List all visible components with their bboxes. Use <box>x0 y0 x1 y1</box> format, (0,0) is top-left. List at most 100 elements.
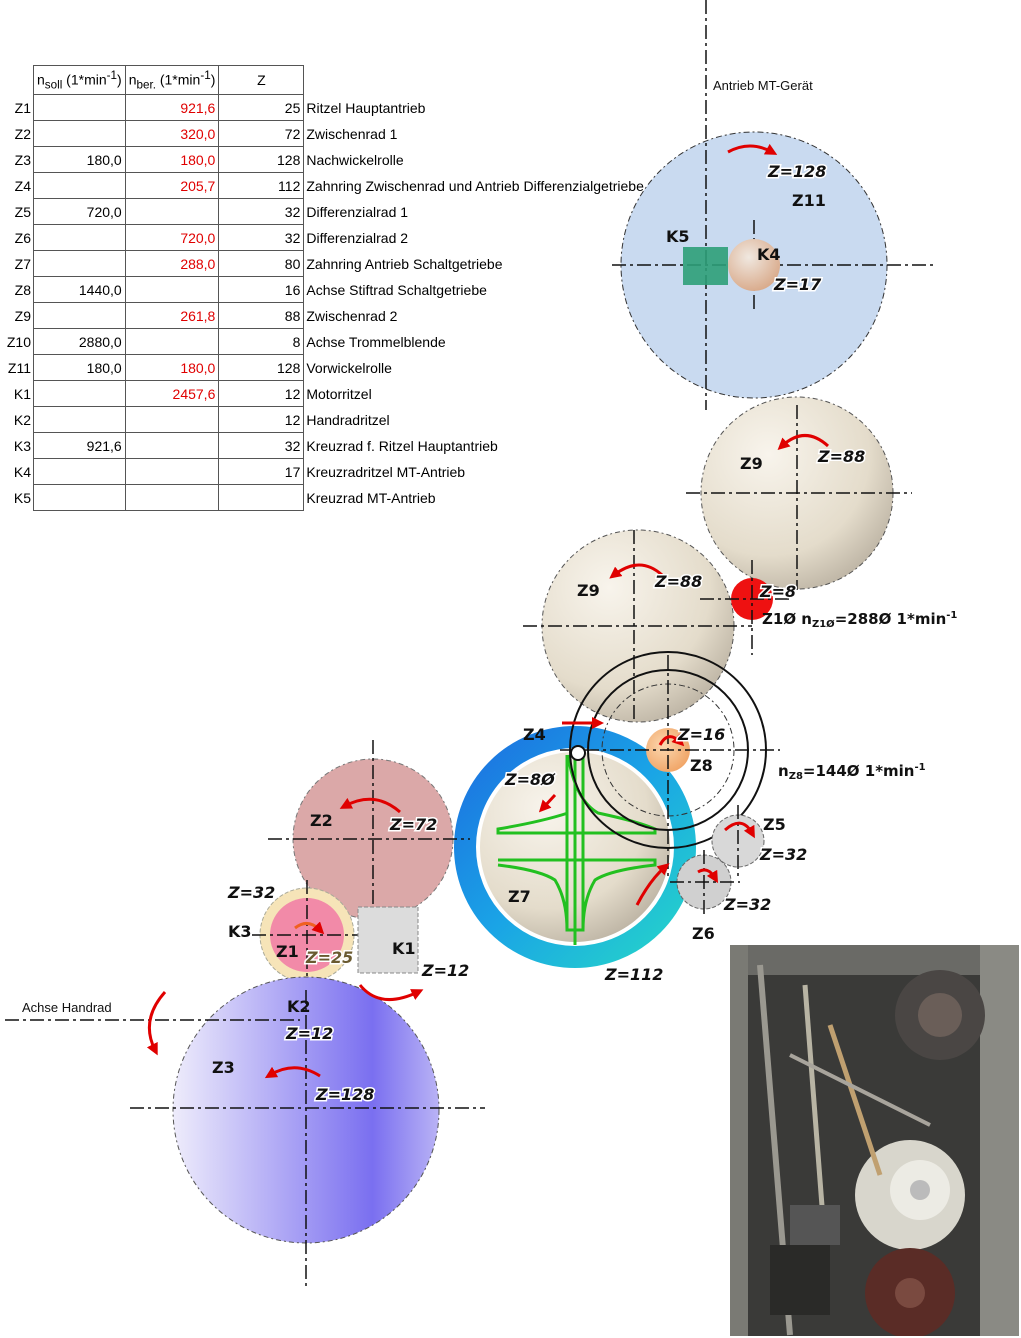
row-id-cell: Z11 <box>7 359 31 376</box>
n-soll-cell <box>33 380 126 407</box>
label-k3-teeth: Z=32 <box>227 883 275 902</box>
description-cell: Kreuzrad f. Ritzel Hauptantrieb <box>306 437 498 454</box>
n-ber-cell: 720,0 <box>124 224 220 251</box>
row-id-cell: K3 <box>13 437 31 454</box>
n-soll-cell <box>33 458 126 485</box>
n-ber-cell <box>124 406 220 433</box>
arrow-z7 <box>538 793 557 813</box>
n-soll-cell <box>33 120 126 147</box>
n-soll-cell <box>33 172 126 199</box>
z4-pivot <box>570 745 586 761</box>
label-z9-lower: Z9 <box>577 581 600 600</box>
arrow-z8 <box>658 733 685 747</box>
n-ber-cell: 180,0 <box>124 146 220 173</box>
description-cell: Kreuzradritzel MT-Antrieb <box>306 463 466 480</box>
label-k1-teeth: Z=12 <box>421 961 469 980</box>
label-z5-teeth: Z=32 <box>759 845 807 864</box>
label-antrieb-mt: Antrieb MT-Gerät <box>713 78 813 93</box>
arrow-z6 <box>697 868 719 884</box>
label-z2: Z2 <box>310 811 333 830</box>
n-soll-cell: 2880,0 <box>33 328 126 355</box>
label-z4-teeth: Z=112 <box>604 965 663 984</box>
arrow-z1 <box>294 921 325 935</box>
label-k3: K3 <box>228 922 252 941</box>
row-id-cell: Z2 <box>14 125 31 142</box>
z-cell: 17 <box>218 458 305 485</box>
label-k5: K5 <box>666 227 690 246</box>
label-z6: Z6 <box>692 924 715 943</box>
n-soll-cell: 180,0 <box>33 354 126 381</box>
n-ber-cell <box>124 432 220 459</box>
description-cell: Differenzialrad 2 <box>306 229 409 246</box>
label-z2-teeth: Z=72 <box>389 815 437 834</box>
row-id-cell: Z4 <box>14 177 31 194</box>
label-k2-teeth: Z=12 <box>285 1024 333 1043</box>
row-id-cell: Z6 <box>14 229 31 246</box>
description-cell: Zahnring Antrieb Schaltgetriebe <box>306 255 503 272</box>
description-cell: Zahnring Zwischenrad und Antrieb Differe… <box>306 177 644 194</box>
label-z11: Z11 <box>792 191 826 210</box>
row-id-cell: K4 <box>13 463 31 480</box>
label-z8-teeth: Z=16 <box>677 725 725 744</box>
n-soll-cell: 720,0 <box>33 198 126 225</box>
label-z5: Z5 <box>763 815 786 834</box>
label-z8-rpm: nZ8=144Ø 1*min-1 <box>778 762 926 782</box>
n-ber-cell: 205,7 <box>124 172 220 199</box>
description-cell: Motorritzel <box>306 385 372 402</box>
z-cell <box>218 484 305 511</box>
gear-k4 <box>728 239 780 291</box>
z-cell: 128 <box>218 146 305 173</box>
n-ber-cell: 180,0 <box>124 354 220 381</box>
label-z6-teeth: Z=32 <box>723 895 771 914</box>
arrow-z2 <box>339 797 401 814</box>
arrow-z11 <box>727 143 778 155</box>
description-cell: Kreuzrad MT-Antrieb <box>306 489 436 506</box>
arrow-handrad <box>146 991 167 1056</box>
mechanism-photo <box>730 945 1019 1336</box>
row-id-cell: Z8 <box>14 281 31 298</box>
row-id-cell: K2 <box>13 411 31 428</box>
n-soll-cell <box>33 406 126 433</box>
description-cell: Vorwickelrolle <box>306 359 392 376</box>
mechanism-photo-drawing <box>730 945 1019 1336</box>
row-id-cell: Z5 <box>14 203 31 220</box>
description-cell: Ritzel Hauptantrieb <box>306 99 426 116</box>
n-soll-cell <box>33 484 126 511</box>
header-n-soll: nsoll (1*min-1) <box>33 65 126 95</box>
row-id-cell: Z3 <box>14 151 31 168</box>
label-achse-handrad: Achse Handrad <box>22 1000 112 1015</box>
arrow-z4-lower <box>635 863 670 906</box>
label-k4-teeth: Z=17 <box>773 275 822 294</box>
label-z11-teeth: Z=128 <box>767 162 826 181</box>
header-n-ber: nber. (1*min-1) <box>124 65 220 95</box>
gear-k5 <box>683 247 728 285</box>
label-z9-upper-teeth: Z=88 <box>817 447 865 466</box>
label-z7-teeth: Z=8Ø <box>504 770 556 789</box>
description-cell: Achse Trommelblende <box>306 333 446 350</box>
n-soll-cell <box>33 250 126 277</box>
label-z1-teeth: Z=25 <box>305 948 353 967</box>
label-z9-lower-teeth: Z=88 <box>654 572 702 591</box>
n-ber-cell: 320,0 <box>124 120 220 147</box>
z-cell: 128 <box>218 354 305 381</box>
description-cell: Zwischenrad 2 <box>306 307 398 324</box>
gear-k1 <box>357 906 419 974</box>
label-z1: Z1 <box>276 942 299 961</box>
arrow-z9-lower <box>609 563 664 579</box>
description-cell: Zwischenrad 1 <box>306 125 398 142</box>
description-cell: Handradritzel <box>306 411 390 428</box>
z-cell: 72 <box>218 120 305 147</box>
rotation-arrows <box>146 143 830 1079</box>
